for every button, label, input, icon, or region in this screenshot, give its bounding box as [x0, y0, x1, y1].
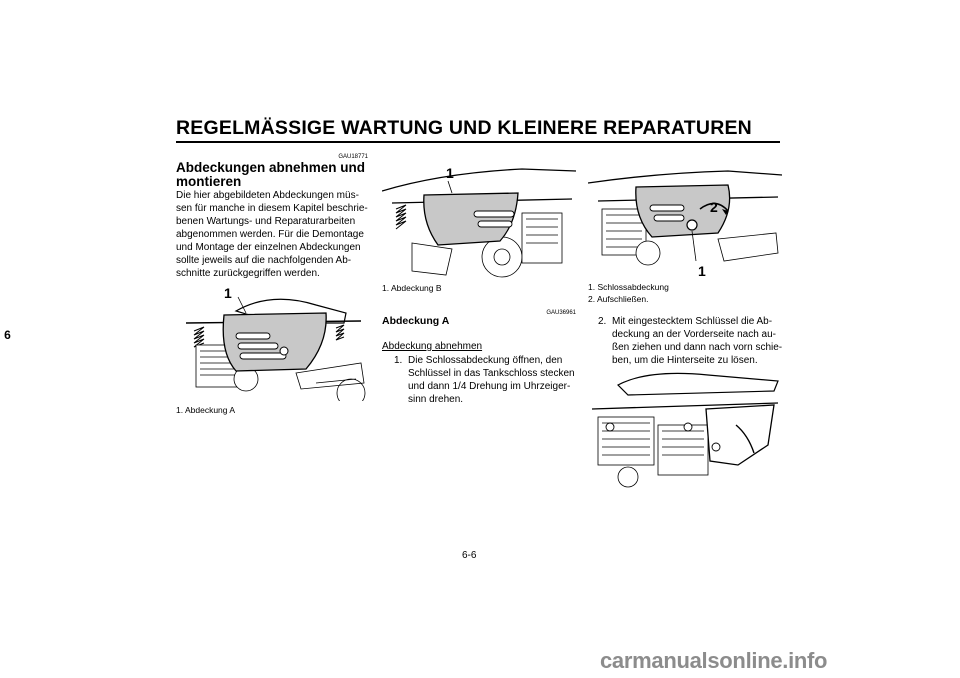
figure-cover-b: 1: [382, 153, 576, 279]
paragraph-line: schnitte zurückgegriffen werden.: [176, 268, 320, 279]
figure-cover-a: 1: [176, 283, 370, 401]
step-line: ßen ziehen und dann nach vorn schie-: [612, 342, 783, 353]
figure-callout-1: 1: [698, 263, 706, 279]
motorcycle-illustration-b: [382, 153, 576, 279]
figure-caption-cover-a: 1. Abdeckung A: [176, 405, 236, 415]
step-number: 2.: [598, 316, 607, 327]
subsection-title: Abdeckung A: [382, 315, 450, 327]
figure-callout-2: 2: [710, 199, 718, 215]
step-line: deckung an der Vorderseite nach au-: [612, 329, 776, 340]
step-line: Die Schlossabdeckung öffnen, den: [408, 355, 563, 366]
step-line: Mit eingestecktem Schlüssel die Ab-: [612, 316, 773, 327]
paragraph-line: benen Wartungs- und Reparaturarbeiten: [176, 216, 356, 227]
header-rule: [176, 141, 780, 143]
step-2-text: Mit eingestecktem Schlüssel die Ab- deck…: [612, 315, 784, 367]
motorcycle-illustration-lock: [588, 153, 782, 279]
step-line: und dann 1/4 Drehung im Uhrzeiger-: [408, 381, 571, 392]
figure-caption-cover-b: 1. Abdeckung B: [382, 283, 442, 293]
section-title-line2: montieren: [176, 174, 242, 189]
procedure-heading: Abdeckung abnehmen: [382, 341, 483, 352]
figure-caption-unlock: 2. Aufschließen.: [588, 294, 649, 304]
step-number: 1.: [394, 355, 403, 366]
figure-callout-1: 1: [224, 285, 232, 301]
step-line: sinn drehen.: [408, 394, 464, 405]
paragraph-line: Die hier abgebildeten Abdeckungen müs-: [176, 190, 359, 201]
motorcycle-illustration-a: [176, 283, 370, 401]
figure-cover-removal: [588, 365, 782, 489]
figure-caption-lock-cover: 1. Schlossabdeckung: [588, 282, 669, 292]
step-line: Schlüssel in das Tankschloss stecken: [408, 368, 575, 379]
page-number: 6-6: [462, 550, 477, 561]
motorcycle-illustration-removal: [588, 365, 782, 489]
figure-lock-cover: 2 1: [588, 153, 782, 279]
section-paragraph: Die hier abgebildeten Abdeckungen müs- s…: [176, 189, 372, 280]
step-line: ben, um die Hinterseite zu lösen.: [612, 355, 758, 366]
subsection-code: GAU36961: [546, 310, 576, 316]
section-title-line1: Abdeckungen abnehmen und: [176, 160, 366, 175]
watermark-text: carmanualsonline.info: [600, 648, 828, 673]
section-code: GAU18771: [338, 154, 368, 160]
step-1-text: Die Schlossabdeckung öffnen, den Schlüss…: [408, 354, 578, 406]
paragraph-line: sollte jeweils auf die nachfolgenden Ab-: [176, 255, 352, 266]
page-header-title: REGELMÄSSIGE WARTUNG UND KLEINERE REPARA…: [176, 117, 752, 139]
paragraph-line: sen für manche in diesem Kapitel beschri…: [176, 203, 368, 214]
figure-callout-1: 1: [446, 165, 454, 181]
paragraph-line: abgenommen werden. Für die Demontage: [176, 229, 364, 240]
paragraph-line: und Montage der einzelnen Abdeckungen: [176, 242, 361, 253]
chapter-tab: 6: [4, 328, 11, 342]
